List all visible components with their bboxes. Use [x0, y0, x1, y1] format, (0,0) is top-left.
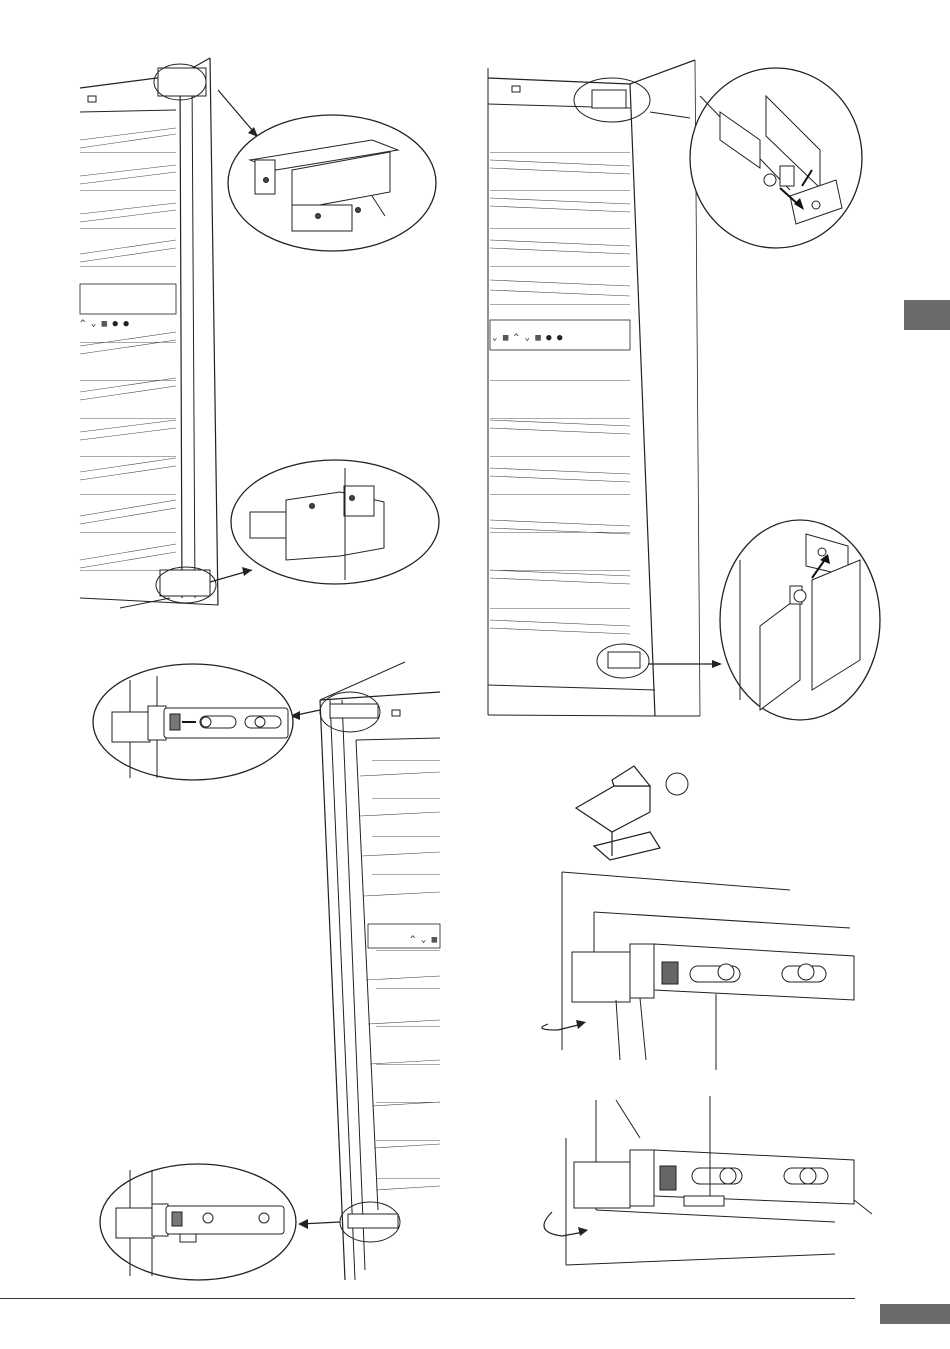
section-tab — [904, 300, 950, 330]
fig-top-right: ⌄ ▦ ^ ⌄ ▦ ● ● — [488, 60, 880, 720]
control-panel-label-right: ⌄ ▦ ^ ⌄ ▦ ● ● — [492, 333, 563, 343]
shelves-left — [80, 120, 176, 590]
hinge-detail-lower — [566, 1096, 854, 1265]
hinge-detail-upper — [562, 872, 854, 1070]
fig-bottom-left: ^ ⌄ ▦ — [93, 662, 440, 1280]
corner-gasket-piece — [576, 766, 660, 860]
footer-rule — [0, 1298, 855, 1299]
fig-top-left: ^ ⌄ ▦ ● ● — [80, 58, 439, 608]
control-panel-label-bl: ^ ⌄ ▦ — [410, 935, 438, 945]
fig-bottom-right — [542, 766, 872, 1265]
zoom-circle-top-right — [690, 68, 862, 248]
page-number-tab — [880, 1304, 950, 1324]
control-panel-label: ^ ⌄ ▦ ● ● — [80, 319, 129, 329]
